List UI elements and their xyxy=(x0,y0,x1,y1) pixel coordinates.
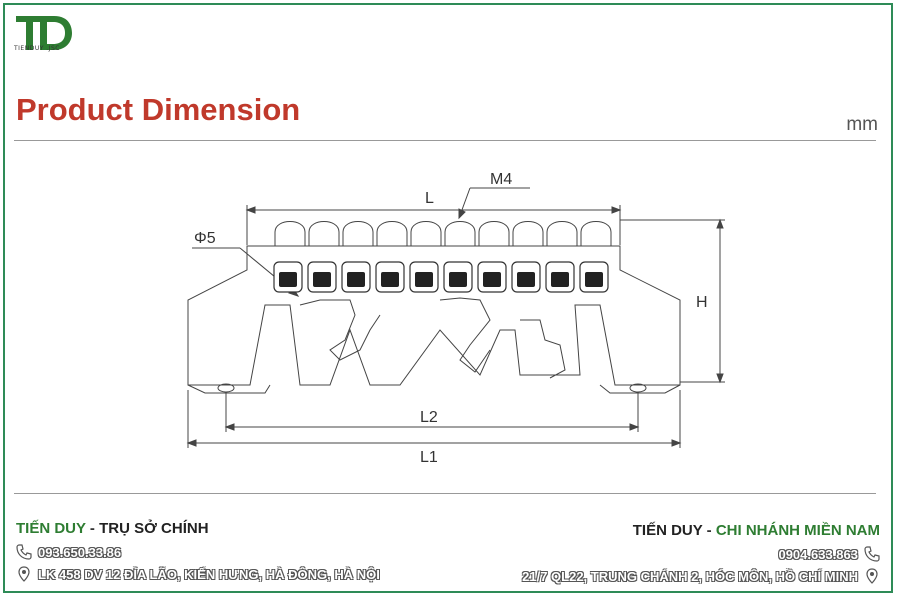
hq-name: TRỤ SỞ CHÍNH xyxy=(99,520,209,537)
screw-head xyxy=(580,221,612,246)
terminal-hole-core xyxy=(517,272,535,287)
screw-head xyxy=(512,221,544,246)
south-separator: - xyxy=(702,522,716,539)
hq-contact: TIẾN DUY - TRỤ SỞ CHÍNH 093.650.33.86 LK… xyxy=(16,520,380,582)
bottom-divider xyxy=(14,493,876,494)
phone-icon xyxy=(16,544,32,560)
hq-address-row: LK 458 DV 12 ĐỈA LÃO, KIẾN HƯNG, HÀ ĐÔNG… xyxy=(16,566,380,582)
dim-label-M4: M4 xyxy=(490,171,512,188)
terminal-hole-core xyxy=(279,272,297,287)
south-branch-contact: TIẾN DUY - CHI NHÁNH MIỀN NAM 0904.633.8… xyxy=(522,522,880,584)
south-phone[interactable]: 0904.633.863 xyxy=(778,546,858,562)
phone-icon xyxy=(864,546,880,562)
screw-head xyxy=(308,221,340,246)
screw-head xyxy=(342,221,374,246)
location-pin-icon xyxy=(866,568,878,584)
company-logo xyxy=(16,16,72,50)
terminal-hole-core xyxy=(347,272,365,287)
screw-head xyxy=(274,221,306,246)
location-pin-icon xyxy=(18,566,30,582)
terminal-hole-core xyxy=(313,272,331,287)
page-title: Product Dimension xyxy=(16,92,301,127)
page-frame xyxy=(3,3,893,593)
dim-label-L: L xyxy=(425,190,434,207)
terminal-hole-core xyxy=(381,272,399,287)
screw-head xyxy=(376,221,408,246)
screw-head xyxy=(444,221,476,246)
hq-brand: TIẾN DUY xyxy=(16,520,86,537)
south-phone-row: 0904.633.863 xyxy=(522,546,880,562)
terminal-hole-core xyxy=(585,272,603,287)
dim-label-phi5: Φ5 xyxy=(194,230,216,247)
dim-label-L2: L2 xyxy=(420,409,438,426)
terminal-hole-core xyxy=(551,272,569,287)
top-divider xyxy=(14,140,876,141)
screw-head xyxy=(410,221,442,246)
terminal-hole-core xyxy=(449,272,467,287)
unit-label: mm xyxy=(846,114,878,135)
hq-phone[interactable]: 093.650.33.86 xyxy=(38,544,122,560)
screw-head xyxy=(546,221,578,246)
screw-head xyxy=(478,221,510,246)
hq-separator: - xyxy=(85,520,100,537)
dim-label-L1: L1 xyxy=(420,449,438,466)
hq-address: LK 458 DV 12 ĐỈA LÃO, KIẾN HƯNG, HÀ ĐÔNG… xyxy=(38,566,380,582)
south-address: 21/7 QL22, TRUNG CHÁNH 2, HÓC MÔN, HỒ CH… xyxy=(522,568,858,584)
south-name: CHI NHÁNH MIỀN NAM xyxy=(715,522,880,539)
south-address-row: 21/7 QL22, TRUNG CHÁNH 2, HÓC MÔN, HỒ CH… xyxy=(522,568,880,584)
hq-phone-row: 093.650.33.86 xyxy=(16,544,380,560)
terminal-hole-core xyxy=(415,272,433,287)
terminal-hole-core xyxy=(483,272,501,287)
south-brand: TIẾN DUY xyxy=(632,522,703,539)
logo-subtitle: TIENDUY .JSC xyxy=(14,45,60,52)
dim-label-H: H xyxy=(696,294,708,311)
